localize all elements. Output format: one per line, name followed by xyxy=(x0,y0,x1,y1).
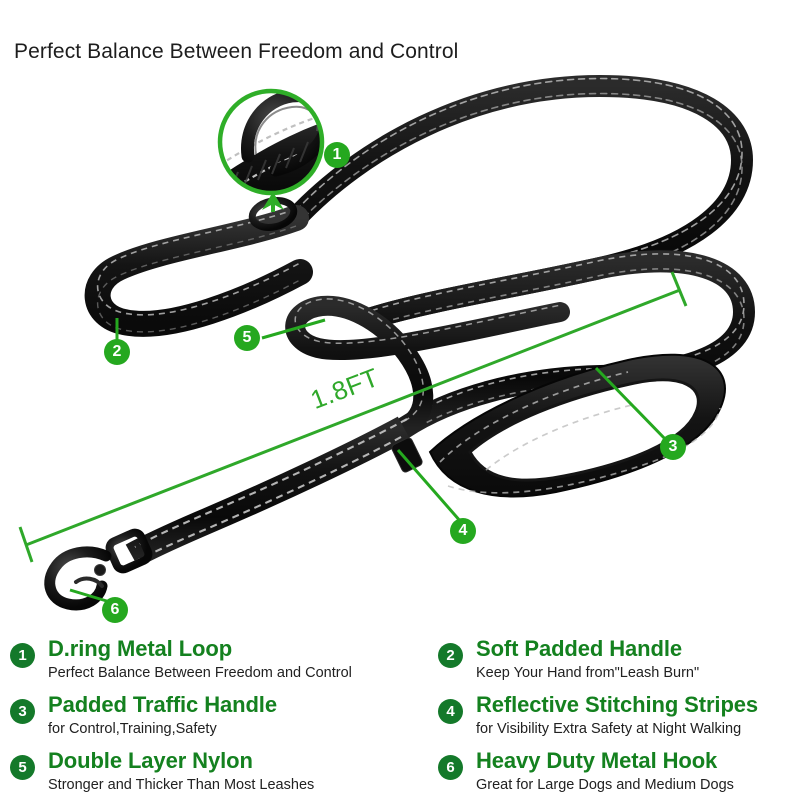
marker-badge-4[interactable]: 4 xyxy=(450,518,476,544)
soft-padded-handle-stitch-bottom xyxy=(97,225,301,333)
hook-swivel-body xyxy=(105,528,153,574)
marker-leader-lines xyxy=(69,318,670,604)
leash-illustration-svg xyxy=(18,74,756,611)
legend-subtitle-3: for Control,Training,Safety xyxy=(48,721,217,737)
traffic-handle-stitch-lower xyxy=(447,407,721,494)
strap-second-loop-stitch-bottom xyxy=(371,268,745,437)
soft-padded-handle-loop xyxy=(84,205,313,337)
soft-padded-handle-stitch-top xyxy=(96,208,301,316)
heavy-duty-metal-hook xyxy=(44,528,153,611)
magnifier-ring xyxy=(217,88,325,196)
hook-gate-curve xyxy=(44,546,112,611)
measure-end-right xyxy=(670,271,688,307)
legend-badge-4: 4 xyxy=(438,699,463,724)
legend-column-right: 2 Soft Padded Handle Keep Your Hand from… xyxy=(438,636,800,800)
leash-strap-group xyxy=(44,74,756,611)
legend-item-4: 4 Reflective Stitching Stripes for Visib… xyxy=(438,692,800,746)
legend-badge-2: 2 xyxy=(438,643,463,668)
legend-subtitle-2: Keep Your Hand from"Leash Burn" xyxy=(476,665,700,681)
legend-subtitle-1: Perfect Balance Between Freedom and Cont… xyxy=(48,665,352,681)
legend-badge-6: 6 xyxy=(438,755,463,780)
strap-second-loop-stitch-top xyxy=(371,253,745,422)
strap-left-bight-stitch-top xyxy=(294,298,561,422)
legend-badge-1: 1 xyxy=(10,643,35,668)
marker-badge-2[interactable]: 2 xyxy=(104,339,130,365)
strap-left-bight xyxy=(285,295,570,438)
leader-line-4 xyxy=(396,449,463,523)
marker-badge-6[interactable]: 6 xyxy=(102,597,128,623)
legend-item-3: 3 Padded Traffic Handle for Control,Trai… xyxy=(10,692,430,746)
traffic-handle-inner-edge xyxy=(468,378,700,482)
measure-line xyxy=(25,288,681,547)
hook-latch xyxy=(74,576,104,588)
marker-badge-5[interactable]: 5 xyxy=(234,325,260,351)
legend-item-6: 6 Heavy Duty Metal Hook Great for Large … xyxy=(438,748,800,800)
leader-line-5 xyxy=(261,318,326,340)
product-illustration xyxy=(18,74,756,611)
legend-title-1: D.ring Metal Loop xyxy=(48,636,233,661)
legend-title-4: Reflective Stitching Stripes xyxy=(476,692,759,717)
legend-title-3: Padded Traffic Handle xyxy=(48,692,277,717)
strap-main-run xyxy=(125,416,411,568)
leader-line-3 xyxy=(594,366,670,444)
page-title: Perfect Balance Between Freedom and Cont… xyxy=(14,40,459,63)
legend-item-2: 2 Soft Padded Handle Keep Your Hand from… xyxy=(438,636,800,690)
legend-subtitle-6: Great for Large Dogs and Medium Dogs xyxy=(476,777,734,793)
legend-title-5: Double Layer Nylon xyxy=(48,748,253,773)
feature-legend: 1 D.ring Metal Loop Perfect Balance Betw… xyxy=(0,636,800,800)
legend-title-2: Soft Padded Handle xyxy=(476,636,682,661)
leash-length-measure xyxy=(18,271,688,563)
legend-subtitle-5: Stronger and Thicker Than Most Leashes xyxy=(48,777,315,793)
marker-badge-3[interactable]: 3 xyxy=(660,434,686,460)
magnifier-arrow-head xyxy=(262,192,284,210)
measure-end-left xyxy=(18,526,34,563)
traffic-handle-stitch-outer xyxy=(439,371,629,463)
legend-item-5: 5 Double Layer Nylon Stronger and Thicke… xyxy=(10,748,430,800)
reflective-stitch-upper xyxy=(134,418,408,548)
traffic-handle-stitch-inner xyxy=(485,403,637,471)
legend-badge-3: 3 xyxy=(10,699,35,724)
legend-badge-5: 5 xyxy=(10,755,35,780)
traffic-handle-opening xyxy=(470,379,699,481)
legend-item-1: 1 D.ring Metal Loop Perfect Balance Betw… xyxy=(10,636,430,690)
legend-subtitle-4: for Visibility Extra Safety at Night Wal… xyxy=(476,721,742,737)
legend-column-left: 1 D.ring Metal Loop Perfect Balance Betw… xyxy=(10,636,430,800)
marker-badge-1[interactable]: 1 xyxy=(324,142,350,168)
legend-title-6: Heavy Duty Metal Hook xyxy=(476,748,718,773)
reflective-stitch-lower xyxy=(128,436,402,566)
hook-pivot xyxy=(94,564,106,576)
leader-line-6 xyxy=(69,588,111,604)
